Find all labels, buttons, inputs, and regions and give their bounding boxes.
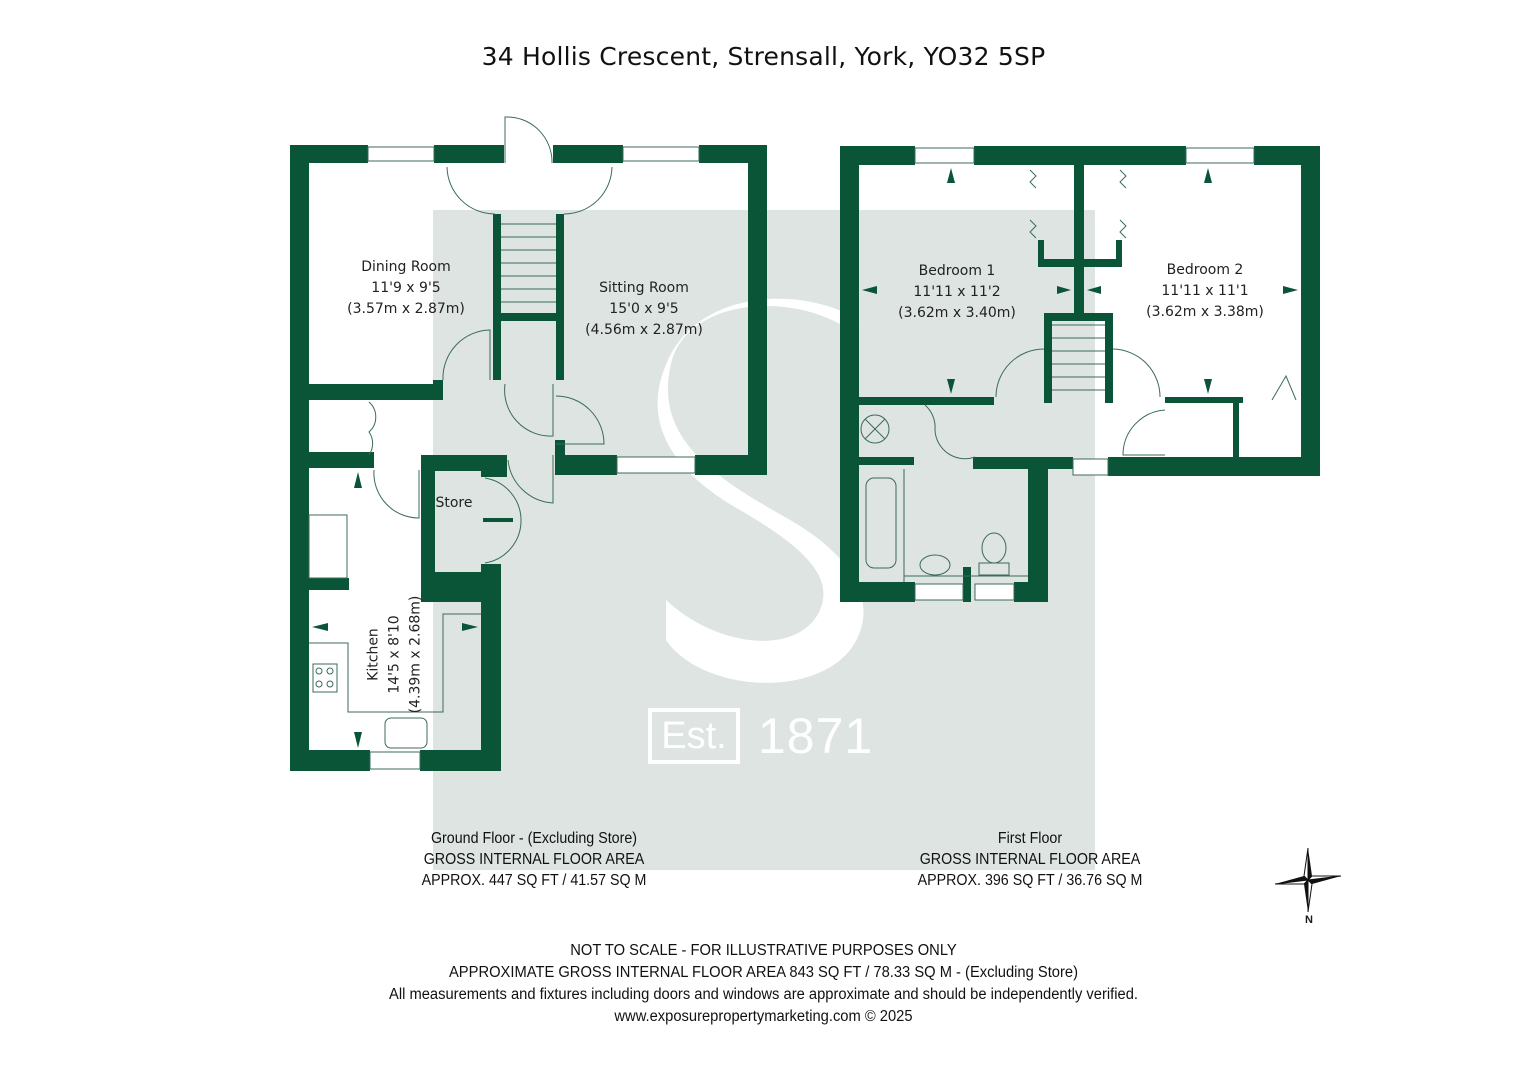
floor-heading: First Floor <box>997 830 1063 847</box>
ground-floor-area: Ground Floor - (Excluding Store) GROSS I… <box>396 828 672 891</box>
first-floor-arrows <box>862 168 1298 394</box>
ground-floor-walls <box>290 145 767 771</box>
room-name: Sitting Room <box>599 280 689 296</box>
ground-floor-fixtures <box>308 116 700 770</box>
footer-total-area: APPROXIMATE GROSS INTERNAL FLOOR AREA 84… <box>448 964 1079 981</box>
room-name: Bedroom 2 <box>1166 262 1244 278</box>
room-dimensions-metric: (4.39m x 2.68m) <box>407 595 424 714</box>
floor-area-label: GROSS INTERNAL FLOOR AREA <box>423 851 645 868</box>
room-label-dining: Dining Room 11'9 x 9'5 (3.57m x 2.87m) <box>346 257 466 320</box>
floor-area-value: APPROX. 447 SQ FT / 41.57 SQ M <box>421 872 647 889</box>
footer-not-to-scale: NOT TO SCALE - FOR ILLUSTRATIVE PURPOSES… <box>570 942 957 959</box>
room-dimensions-imperial: 11'11 x 11'2 <box>913 284 1001 300</box>
compass-north-label: N <box>1305 914 1313 926</box>
room-label-store: Store <box>434 493 474 514</box>
room-dimensions-metric: (3.62m x 3.38m) <box>1146 304 1264 320</box>
floor-area-value: APPROX. 396 SQ FT / 36.76 SQ M <box>917 872 1143 889</box>
room-label-sitting: Sitting Room 15'0 x 9'5 (4.56m x 2.87m) <box>584 278 704 341</box>
watermark-s-logo <box>657 298 864 683</box>
watermark-year: 1871 <box>758 708 874 764</box>
room-name: Dining Room <box>361 259 451 275</box>
floor-area-label: GROSS INTERNAL FLOOR AREA <box>919 851 1141 868</box>
room-dimensions-metric: (3.62m x 3.40m) <box>898 305 1016 321</box>
room-label-bedroom-2: Bedroom 2 11'11 x 11'1 (3.62m x 3.38m) <box>1145 260 1265 323</box>
room-label-bedroom-1: Bedroom 1 11'11 x 11'2 (3.62m x 3.40m) <box>897 261 1017 324</box>
watermark-est-box: Est. <box>648 708 740 764</box>
room-name: Store <box>435 495 473 511</box>
room-label-kitchen: Kitchen 14'5 x 8'10 (4.39m x 2.68m) <box>364 595 427 715</box>
room-name: Bedroom 1 <box>918 263 996 279</box>
room-dimensions-imperial: 11'9 x 9'5 <box>371 280 441 296</box>
room-dimensions-metric: (4.56m x 2.87m) <box>585 322 703 338</box>
ground-floor-arrows <box>312 472 513 748</box>
first-floor-area: First Floor GROSS INTERNAL FLOOR AREA AP… <box>892 828 1168 891</box>
compass-rose-icon <box>1274 847 1342 913</box>
page-title: 34 Hollis Crescent, Strensall, York, YO3… <box>481 42 1046 71</box>
floor-heading: Ground Floor - (Excluding Store) <box>430 830 638 847</box>
room-dimensions-imperial: 11'11 x 11'1 <box>1161 283 1249 299</box>
room-dimensions-imperial: 14'5 x 8'10 <box>386 615 403 694</box>
room-dimensions-metric: (3.57m x 2.87m) <box>347 301 465 317</box>
footer-disclaimer: NOT TO SCALE - FOR ILLUSTRATIVE PURPOSES… <box>0 940 1527 1028</box>
first-floor-walls <box>840 146 1320 602</box>
footer-measurement-note: All measurements and fixtures including … <box>389 986 1138 1003</box>
room-name: Kitchen <box>365 628 382 681</box>
first-floor-fixtures <box>860 147 1297 601</box>
footer-website: www.exposurepropertymarketing.com © 2025 <box>614 1008 913 1025</box>
room-dimensions-imperial: 15'0 x 9'5 <box>609 301 679 317</box>
